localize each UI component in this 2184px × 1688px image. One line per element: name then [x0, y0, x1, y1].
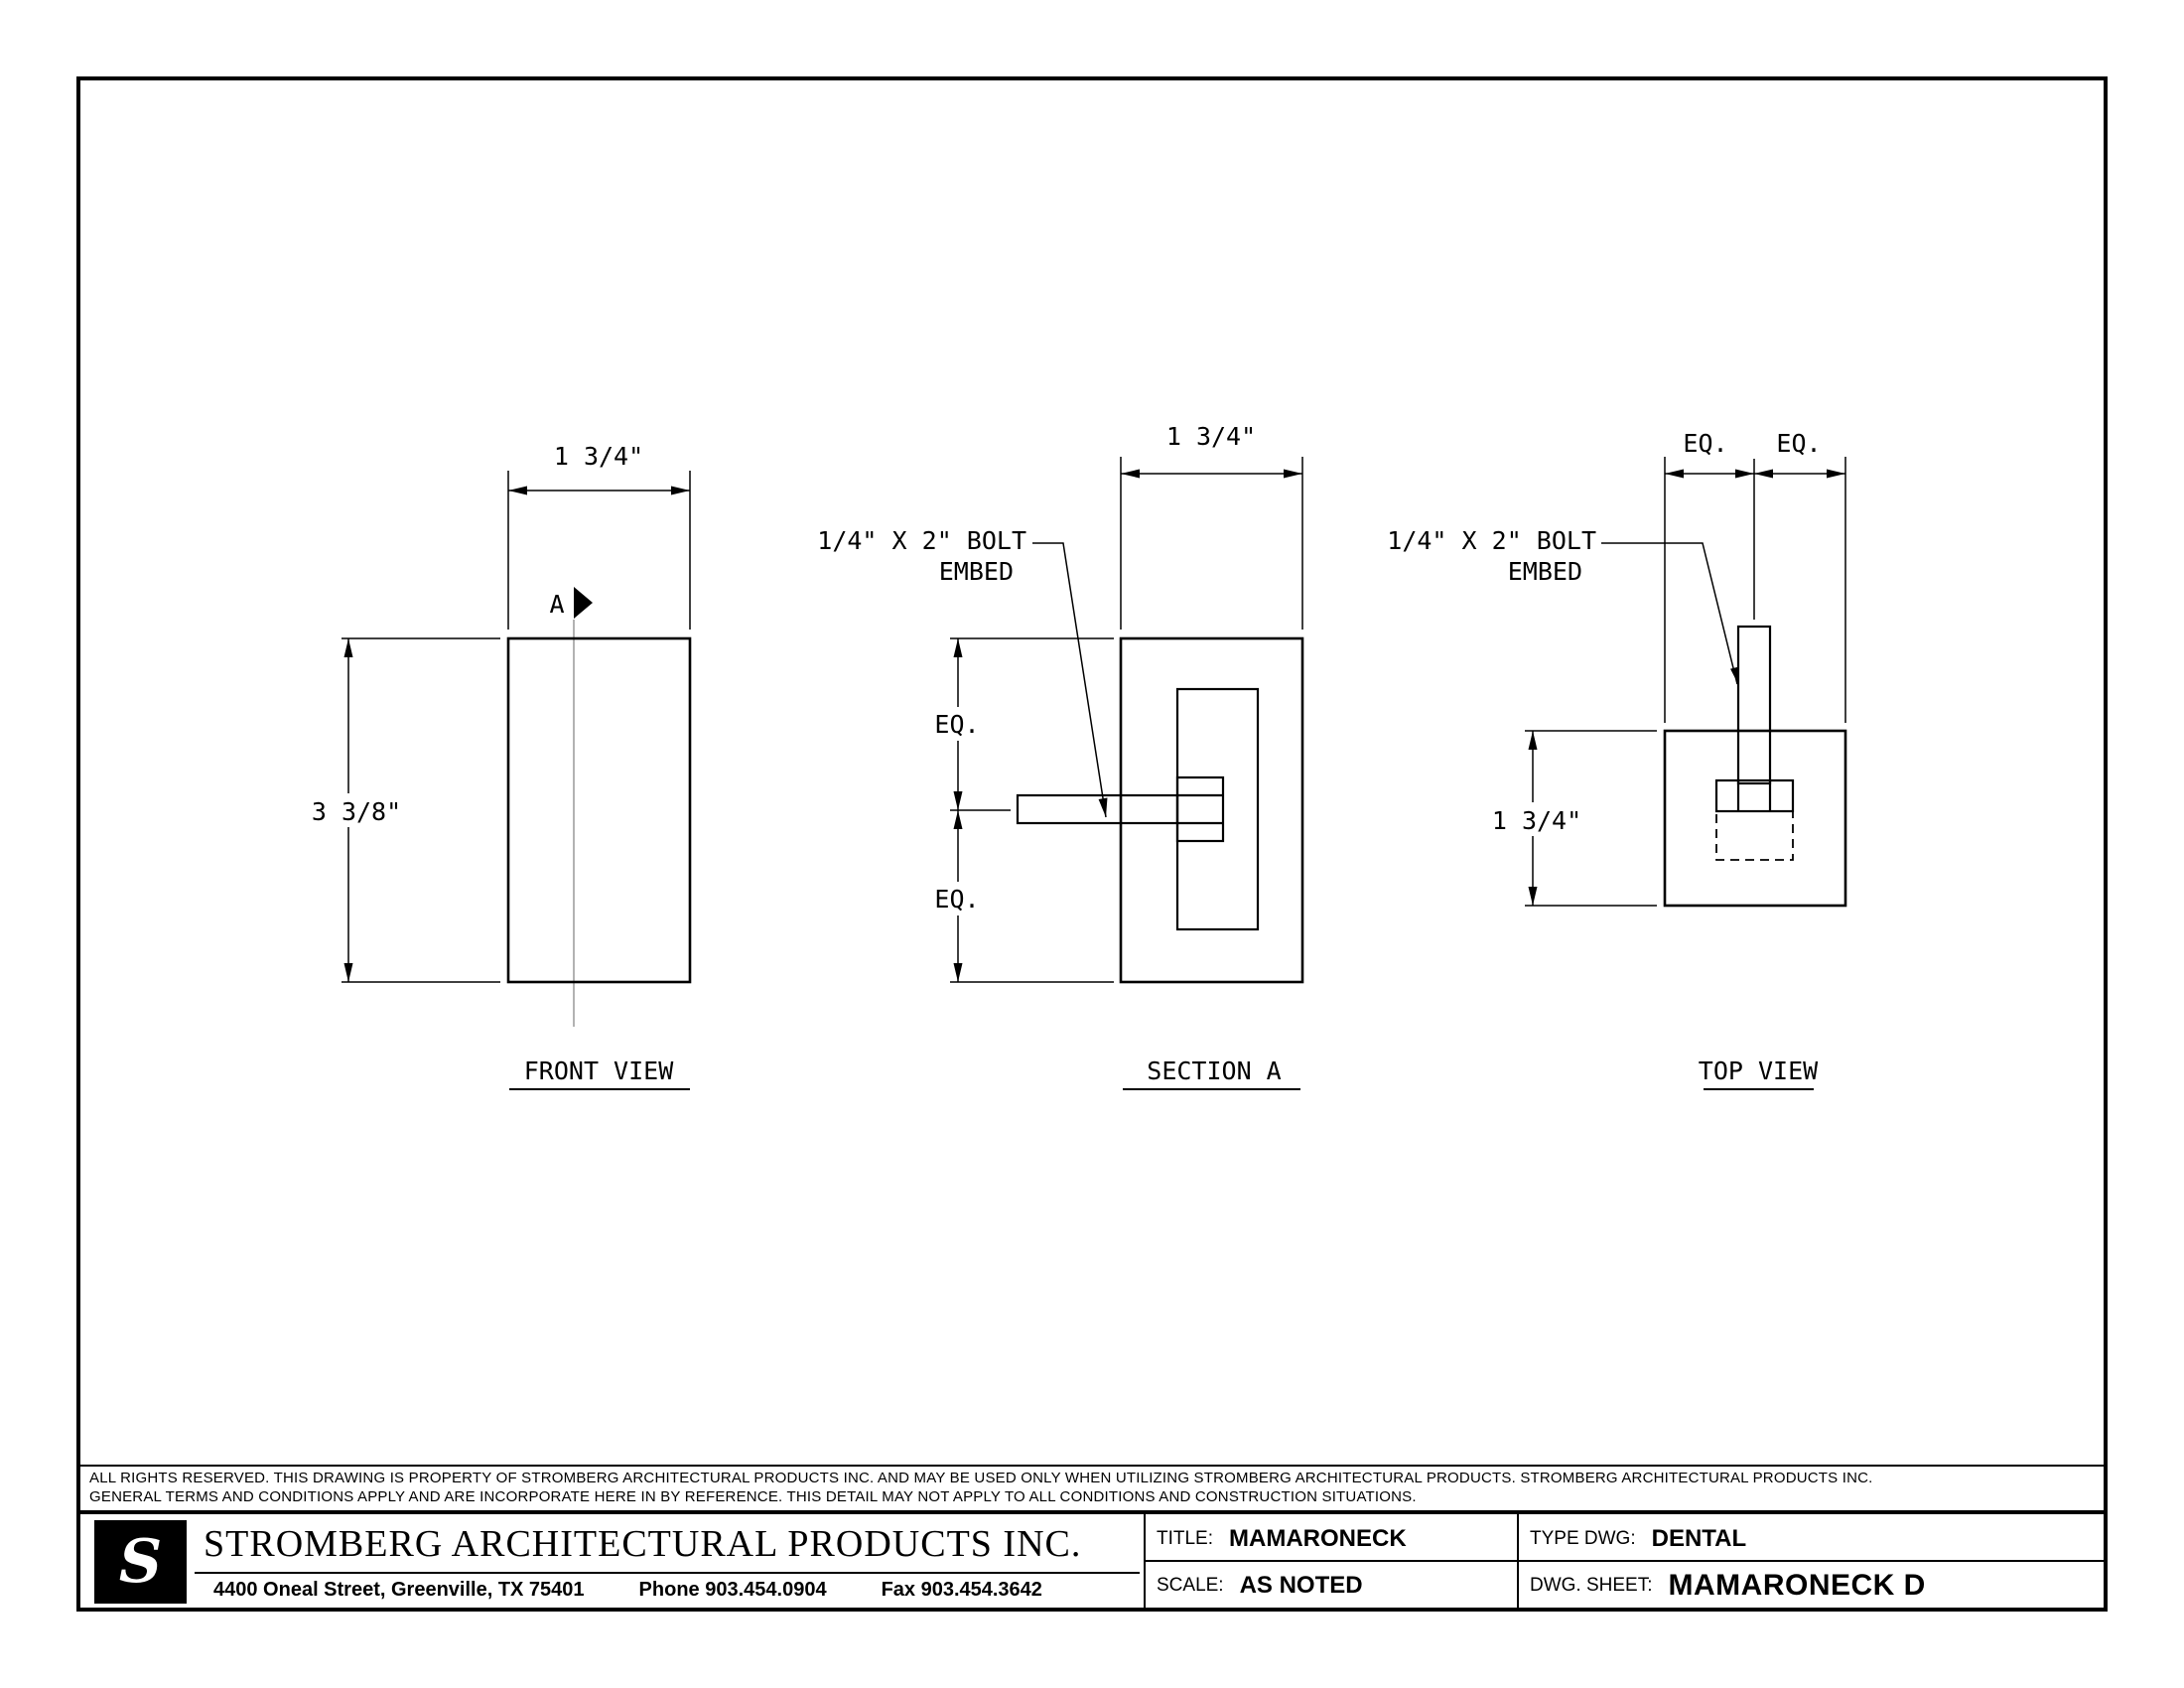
- section-inner-outline: [1175, 687, 1260, 931]
- top-bolt-callout-line2: EMBED: [1508, 557, 1582, 586]
- section-bolt-callout-line1: 1/4" X 2" BOLT: [817, 526, 1026, 555]
- top-body-outline: [1663, 729, 1847, 908]
- title-block-cell-sheet: DWG. SHEET: MAMARONECK D: [1520, 1563, 2102, 1608]
- title-block-cell-scale: SCALE: AS NOTED: [1147, 1563, 1516, 1608]
- section-a-label: SECTION A: [1147, 1056, 1281, 1085]
- embed-bolt-side: [1016, 775, 1225, 843]
- type-dwg-value: DENTAL: [1651, 1524, 1747, 1552]
- front-view-label: FRONT VIEW: [524, 1056, 674, 1085]
- front-width-dimension: 1 3/4": [554, 442, 643, 471]
- title-block-cell-type: TYPE DWG: DENTAL: [1520, 1516, 2102, 1561]
- title-label: TITLE:: [1157, 1527, 1214, 1549]
- title-block-row-divider: [1144, 1560, 2104, 1562]
- section-width-dimension: 1 3/4": [1166, 422, 1256, 451]
- company-name: STROMBERG ARCHITECTURAL PRODUCTS INC.: [204, 1523, 1082, 1565]
- company-phone: Phone 903.454.0904: [638, 1579, 827, 1601]
- section-eq-bottom: EQ.: [934, 885, 979, 914]
- section-marker-label: A: [549, 590, 564, 619]
- dim-text-mask: [1481, 802, 1592, 836]
- front-dim-arrows: [343, 486, 690, 982]
- type-dwg-label: TYPE DWG:: [1530, 1527, 1636, 1549]
- section-dim-arrows: [953, 469, 1302, 982]
- dim-text-mask: [931, 707, 985, 741]
- top-bolt-callout-line1: 1/4" X 2" BOLT: [1387, 526, 1596, 555]
- title-block-top-border: [76, 1510, 2108, 1514]
- top-side-dimension: 1 3/4": [1492, 806, 1581, 835]
- disclaimer: ALL RIGHTS RESERVED. THIS DRAWING IS PRO…: [89, 1469, 2097, 1506]
- scale-label: SCALE:: [1157, 1574, 1224, 1596]
- section-eq-top: EQ.: [934, 710, 979, 739]
- dwg-sheet-value: MAMARONECK D: [1668, 1568, 1926, 1602]
- disclaimer-divider: [76, 1465, 2108, 1467]
- front-height-dimension: 3 3/8": [312, 797, 401, 826]
- company-name-underline: [195, 1572, 1140, 1574]
- sheet-border: [76, 76, 2108, 1612]
- top-dim-arrows: [1528, 469, 1845, 906]
- dim-text-mask: [301, 793, 412, 827]
- top-dimension-lines: [1525, 457, 1846, 907]
- disclaimer-line2: GENERAL TERMS AND CONDITIONS APPLY AND A…: [89, 1488, 1417, 1505]
- section-outer-outline: [1119, 636, 1304, 984]
- embed-bolt-top: [1714, 625, 1795, 861]
- top-view: 1 3/4" EQ. EQ. 1/4" X 2" BOLT EMBED TOP …: [1387, 429, 1847, 1090]
- bolt-hidden-outline: [1715, 810, 1794, 861]
- scale-value: AS NOTED: [1239, 1571, 1363, 1599]
- company-address-row: 4400 Oneal Street, Greenville, TX 75401 …: [213, 1579, 1142, 1602]
- section-cut-marker-icon: [574, 587, 593, 619]
- front-body-outline: [506, 636, 692, 984]
- dim-text-mask: [931, 882, 985, 915]
- logo-letter: S: [118, 1527, 163, 1597]
- company-logo: S: [94, 1520, 187, 1604]
- section-a-view: 1 3/4" EQ. EQ. 1/4" X 2" BOLT EMBED SECT…: [817, 422, 1304, 1090]
- title-block-cell-title: TITLE: MAMARONECK: [1147, 1516, 1516, 1561]
- top-eq-right: EQ.: [1776, 429, 1821, 458]
- company-street-address: 4400 Oneal Street, Greenville, TX 75401: [213, 1579, 585, 1601]
- top-eq-left: EQ.: [1683, 429, 1727, 458]
- section-bolt-callout-line2: EMBED: [939, 557, 1014, 586]
- dwg-sheet-label: DWG. SHEET:: [1530, 1574, 1653, 1596]
- disclaimer-line1: ALL RIGHTS RESERVED. THIS DRAWING IS PRO…: [89, 1470, 1873, 1486]
- title-value: MAMARONECK: [1229, 1524, 1407, 1552]
- front-view: A 1 3/4" 3 3/8" FRONT VIEW: [301, 442, 692, 1090]
- front-dimension-lines: [341, 471, 691, 983]
- company-fax: Fax 903.454.3642: [881, 1579, 1042, 1601]
- top-view-label: TOP VIEW: [1699, 1056, 1819, 1085]
